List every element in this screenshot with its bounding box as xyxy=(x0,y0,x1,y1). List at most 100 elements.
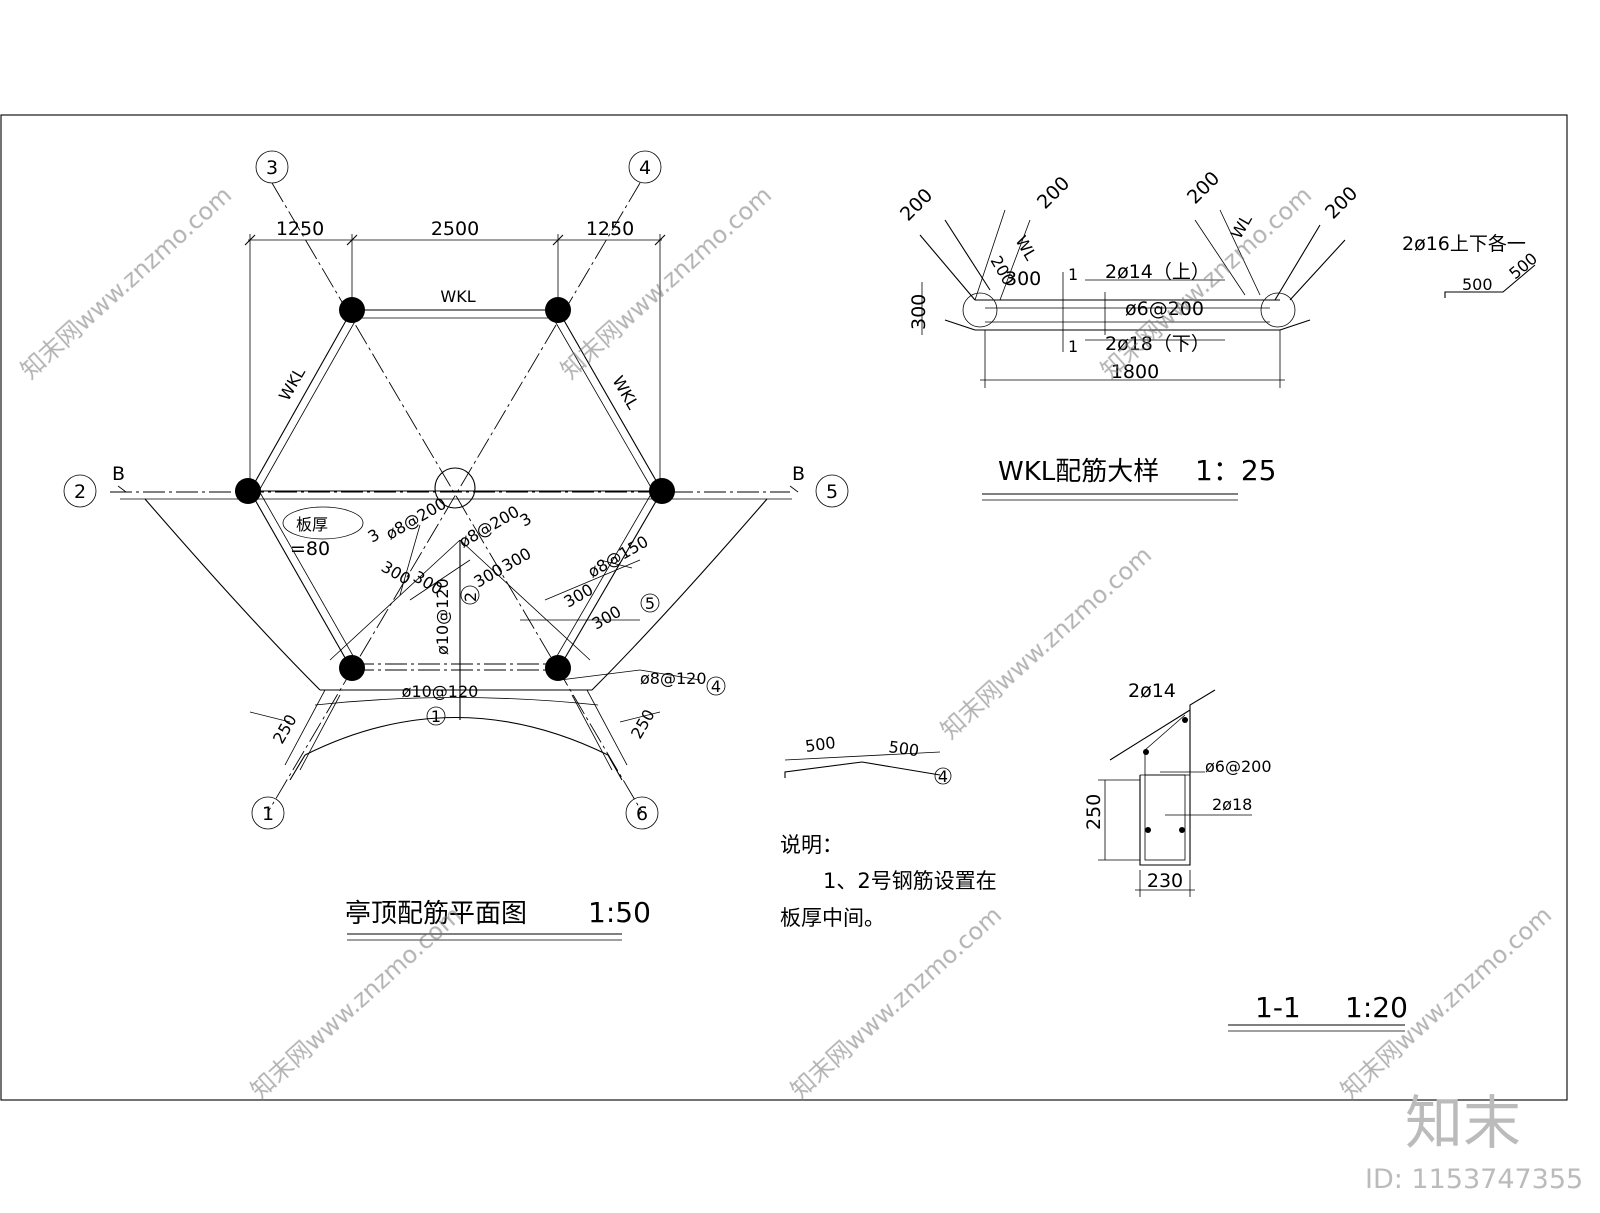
wkl-detail-title: WKL配筋大样 xyxy=(998,457,1159,487)
rebar-dim-f: 300 xyxy=(589,602,625,634)
section-bottom-bars: 2ø18 xyxy=(1212,795,1252,814)
rebar-4-bubble xyxy=(706,676,726,696)
watermark-id: ID: 1153747355 xyxy=(1365,1164,1583,1195)
wkl-dim-200-c: 200 xyxy=(1183,167,1224,208)
beams xyxy=(249,309,663,671)
slab-thickness-bubble xyxy=(282,506,364,540)
slab-outline xyxy=(120,498,792,781)
rebar-1-bubble xyxy=(426,706,446,726)
section-height: 250 xyxy=(1083,794,1105,830)
plan-title: 亭顶配筋平面图 xyxy=(345,899,527,929)
wkl-dim-200-a: 200 xyxy=(896,184,937,225)
section-stirrups: ø6@200 xyxy=(1205,757,1272,776)
rebar-1-spec: ø10@120 xyxy=(402,682,479,701)
rebar-5-bubble xyxy=(640,593,660,613)
rebar-2-bubble xyxy=(460,585,480,605)
column xyxy=(545,297,571,323)
extra-bar-label: 2ø16上下各一 xyxy=(1402,233,1526,255)
rebar-3b-num: 3 xyxy=(517,509,535,531)
notes: 说明： 1、2号钢筋设置在 板厚中间。 xyxy=(780,833,997,930)
column xyxy=(545,655,571,681)
column xyxy=(339,297,365,323)
columns xyxy=(235,297,675,681)
section-1-1: 2ø14 ø6@200 2ø18 250 230 1-1 1:20 xyxy=(1083,680,1408,1032)
notes-heading: 说明： xyxy=(780,833,843,857)
rebar-4-spec: ø8@120 xyxy=(640,669,707,688)
rebar-5-num: 5 xyxy=(645,594,655,613)
watermark-text: 知末网www.znzmo.com xyxy=(245,901,467,1105)
axis-bubble-4 xyxy=(628,150,662,184)
axis-6-label: 6 xyxy=(636,803,648,825)
rebar-1-vertical-spec: ø10@120 xyxy=(433,578,452,655)
wkl-dim-1800: 1800 xyxy=(1111,361,1159,383)
axis-bubble-2 xyxy=(63,474,97,508)
rebar-dim-a: 300 xyxy=(378,557,414,589)
wkl-detail: 1800 300 200 200 200 200 200 300 WL WL 2… xyxy=(896,167,1541,501)
rebar-3a-num: 3 xyxy=(365,525,383,547)
bar4-dim-b: 500 xyxy=(887,737,920,760)
rebar-1-num: 1 xyxy=(431,707,441,726)
axis-line-3-6 xyxy=(271,182,643,813)
column xyxy=(649,478,675,504)
section-top-bars: 2ø14 xyxy=(1128,680,1176,702)
notes-line-1: 1、2号钢筋设置在 xyxy=(823,869,997,893)
wkl-detail-scale: 1：25 xyxy=(1195,454,1276,487)
watermark-text: 知末网www.znzmo.com xyxy=(15,181,237,385)
axis-bubbles: 3 4 2 5 1 6 xyxy=(63,150,849,830)
axis-1-label: 1 xyxy=(262,803,274,825)
notes-line-2: 板厚中间。 xyxy=(780,906,885,930)
slab-thickness-value: =80 xyxy=(290,538,330,560)
drawing-frame xyxy=(0,114,1568,1101)
wkl-stirrups: ø6@200 xyxy=(1125,298,1204,320)
extra-bar-dim-a: 500 xyxy=(1462,275,1493,294)
axis-5-label: 5 xyxy=(826,481,838,503)
axis-bubble-1 xyxy=(251,796,285,830)
axis-2-label: 2 xyxy=(74,481,86,503)
column xyxy=(235,478,261,504)
section-title: 1-1 xyxy=(1255,991,1301,1024)
wkl-label-left: WKL xyxy=(275,364,309,404)
axis-bubble-6 xyxy=(625,796,659,830)
rebar-lines xyxy=(329,524,701,720)
top-dimensions: 1250 2500 1250 xyxy=(244,218,666,491)
rebar-dim-e: 300 xyxy=(561,580,597,612)
slab-thickness-label: 板厚 xyxy=(296,515,328,534)
rebar-dim-d: 300 xyxy=(499,544,535,576)
axis-3-label: 3 xyxy=(266,157,278,179)
axis-bubble-5 xyxy=(815,474,849,508)
axis-line-4-1 xyxy=(267,182,641,813)
dim-1250-right: 1250 xyxy=(586,218,634,240)
wkl-wl-left: WL xyxy=(1012,233,1041,264)
wkl-dim-200-b: 200 xyxy=(1033,172,1074,213)
bar4-detail: 500 500 4 xyxy=(784,733,952,786)
wkl-label-top: WKL xyxy=(440,287,475,306)
dim-2500: 2500 xyxy=(431,218,479,240)
section-mark-b-right: B xyxy=(792,463,805,485)
watermark-logo: 知末 xyxy=(1405,1089,1521,1157)
plan-scale: 1:50 xyxy=(588,896,651,929)
axis-bubble-3 xyxy=(255,150,289,184)
rebar-2-num: 2 xyxy=(461,592,480,602)
watermark-text: 知末网www.znzmo.com xyxy=(555,181,777,385)
watermark-text: 知末网www.znzmo.com xyxy=(785,901,1007,1105)
wkl-bottom-bars: 2ø18（下） xyxy=(1105,333,1210,355)
edge-dim-right: 250 xyxy=(627,706,659,742)
wkl-cut-top: 1 xyxy=(1068,265,1078,284)
section-width: 230 xyxy=(1147,870,1183,892)
column xyxy=(339,655,365,681)
rebar-4-num: 4 xyxy=(711,677,721,696)
wkl-top-bars: 2ø14（上） xyxy=(1105,261,1210,283)
watermarks: 知末网www.znzmo.com 知末网www.znzmo.com 知末网www… xyxy=(15,181,1557,1105)
roof-plan: 1250 2500 1250 WKL WKL WKL xyxy=(63,150,849,941)
watermark-text: 知末网www.znzmo.com xyxy=(935,541,1157,745)
wkl-dim-200-d: 200 xyxy=(1321,182,1362,223)
section-scale: 1:20 xyxy=(1345,991,1408,1024)
dim-1250-left: 1250 xyxy=(276,218,324,240)
bar4-dim-a: 500 xyxy=(804,733,837,756)
wkl-dim-300-b: 300 xyxy=(1005,268,1041,290)
edge-dim-left: 250 xyxy=(269,711,301,747)
rebar-5-spec: ø8@150 xyxy=(585,532,652,582)
axis-4-label: 4 xyxy=(639,157,651,179)
bar4-num: 4 xyxy=(938,767,948,786)
